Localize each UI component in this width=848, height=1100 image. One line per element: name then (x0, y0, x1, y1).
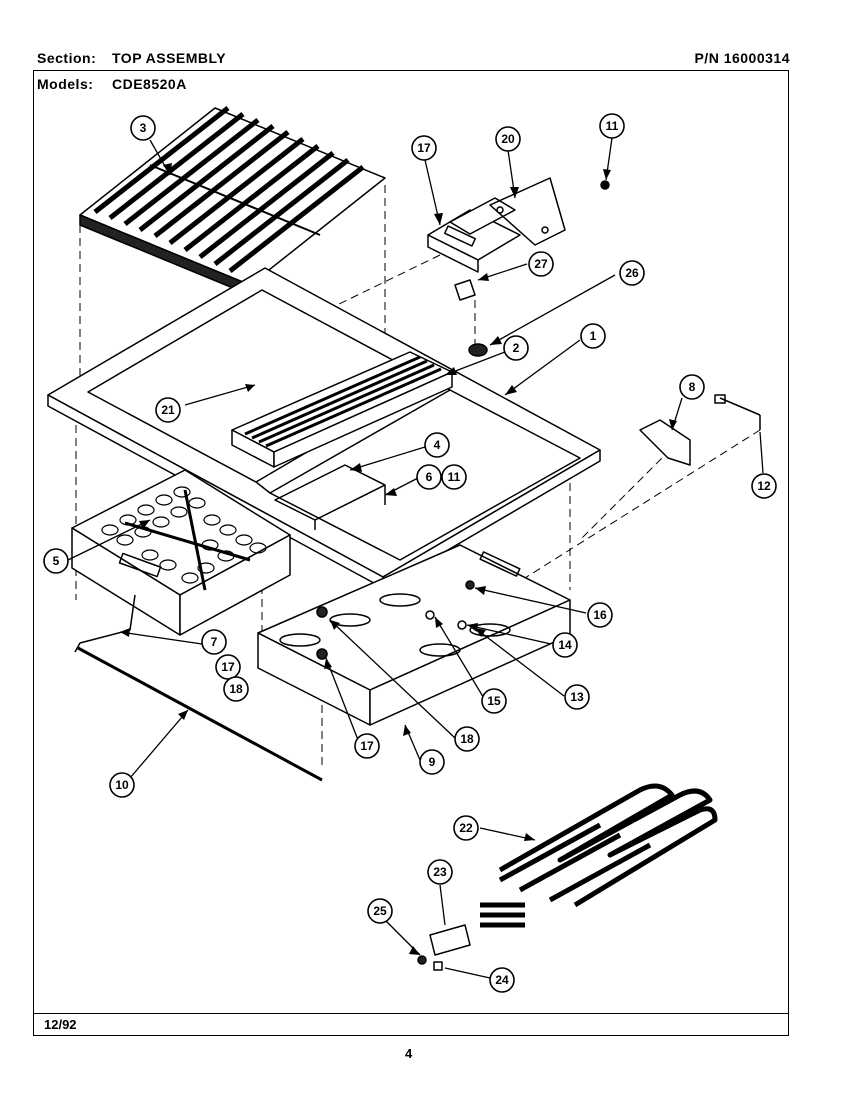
part-control-bracket (427, 177, 610, 301)
callout-21: 21 (155, 397, 181, 423)
footer-divider (33, 1013, 789, 1014)
callout-10: 10 (109, 772, 135, 798)
part-grommet (468, 343, 488, 357)
svg-text:23: 23 (433, 865, 447, 879)
part-callouts: 3 17 20 11 27 26 2 1 21 4 6 11 5 7 17 18… (43, 113, 777, 993)
svg-text:8: 8 (689, 380, 696, 394)
svg-text:15: 15 (487, 694, 501, 708)
callout-26: 26 (619, 260, 645, 286)
diagram-frame (33, 70, 789, 1036)
svg-text:5: 5 (53, 554, 60, 568)
callout-11-mid: 11 (441, 464, 467, 490)
callout-20: 20 (495, 126, 521, 152)
svg-text:10: 10 (115, 778, 129, 792)
svg-text:7: 7 (211, 635, 218, 649)
svg-text:4: 4 (434, 438, 441, 452)
svg-text:17: 17 (417, 141, 431, 155)
callout-4: 4 (424, 432, 450, 458)
leader-arrowheads (120, 163, 677, 955)
svg-text:17: 17 (221, 660, 235, 674)
svg-text:17: 17 (360, 739, 374, 753)
callout-14: 14 (552, 632, 578, 658)
svg-text:9: 9 (429, 755, 436, 769)
callout-19: 17 (411, 135, 437, 161)
svg-text:18: 18 (460, 732, 474, 746)
callout-5: 5 (43, 548, 69, 574)
part-terminal-block (639, 394, 761, 466)
part-clip (433, 961, 443, 971)
part-screw (417, 955, 427, 965)
svg-text:26: 26 (625, 266, 639, 280)
callout-12: 12 (751, 473, 777, 499)
svg-text:6: 6 (426, 470, 433, 484)
svg-text:12: 12 (757, 479, 771, 493)
svg-text:21: 21 (161, 403, 175, 417)
callout-22: 22 (453, 815, 479, 841)
callout-25: 25 (367, 898, 393, 924)
part-handle-bracket (74, 594, 136, 653)
callout-18-left: 18 (223, 676, 249, 702)
part-connector (429, 924, 471, 956)
callout-2: 2 (503, 335, 529, 361)
callout-9: 9 (419, 749, 445, 775)
svg-text:25: 25 (373, 904, 387, 918)
callout-24: 24 (489, 967, 515, 993)
callout-16: 16 (587, 602, 613, 628)
callout-15: 15 (481, 688, 507, 714)
svg-text:18: 18 (229, 682, 243, 696)
callout-17-left: 17 (215, 654, 241, 680)
svg-text:11: 11 (606, 119, 619, 133)
page-number: 4 (405, 1046, 413, 1061)
callout-27: 27 (528, 251, 554, 277)
svg-text:20: 20 (501, 132, 515, 146)
callout-13: 13 (564, 684, 590, 710)
callout-8: 8 (679, 374, 705, 400)
part-drip-tray (257, 544, 571, 726)
callout-7: 7 (201, 629, 227, 655)
models-label: Models: (37, 76, 94, 92)
section-label: Section: (37, 50, 97, 66)
part-number: P/N 16000314 (694, 50, 790, 66)
part-top-grate (79, 106, 386, 296)
svg-text:27: 27 (534, 257, 548, 271)
part-rock-basin (71, 469, 291, 636)
models-value: CDE8520A (112, 76, 187, 92)
svg-text:16: 16 (593, 608, 607, 622)
svg-text:3: 3 (140, 121, 147, 135)
callout-6: 6 (416, 464, 442, 490)
svg-text:14: 14 (558, 638, 572, 652)
svg-text:13: 13 (570, 690, 584, 704)
callout-18-right: 18 (454, 726, 480, 752)
callout-17-right: 17 (354, 733, 380, 759)
svg-text:11: 11 (448, 470, 461, 484)
part-rod (77, 646, 323, 782)
callout-3: 3 (130, 115, 156, 141)
callout-11-top: 11 (599, 113, 625, 139)
svg-text:22: 22 (459, 821, 473, 835)
part-heating-element (480, 783, 718, 928)
revision-date: 12/92 (44, 1017, 77, 1032)
section-value: TOP ASSEMBLY (112, 50, 227, 66)
callout-23: 23 (427, 859, 453, 885)
svg-text:24: 24 (495, 973, 509, 987)
svg-text:1: 1 (590, 329, 597, 343)
svg-text:2: 2 (513, 341, 520, 355)
callout-1: 1 (580, 323, 606, 349)
